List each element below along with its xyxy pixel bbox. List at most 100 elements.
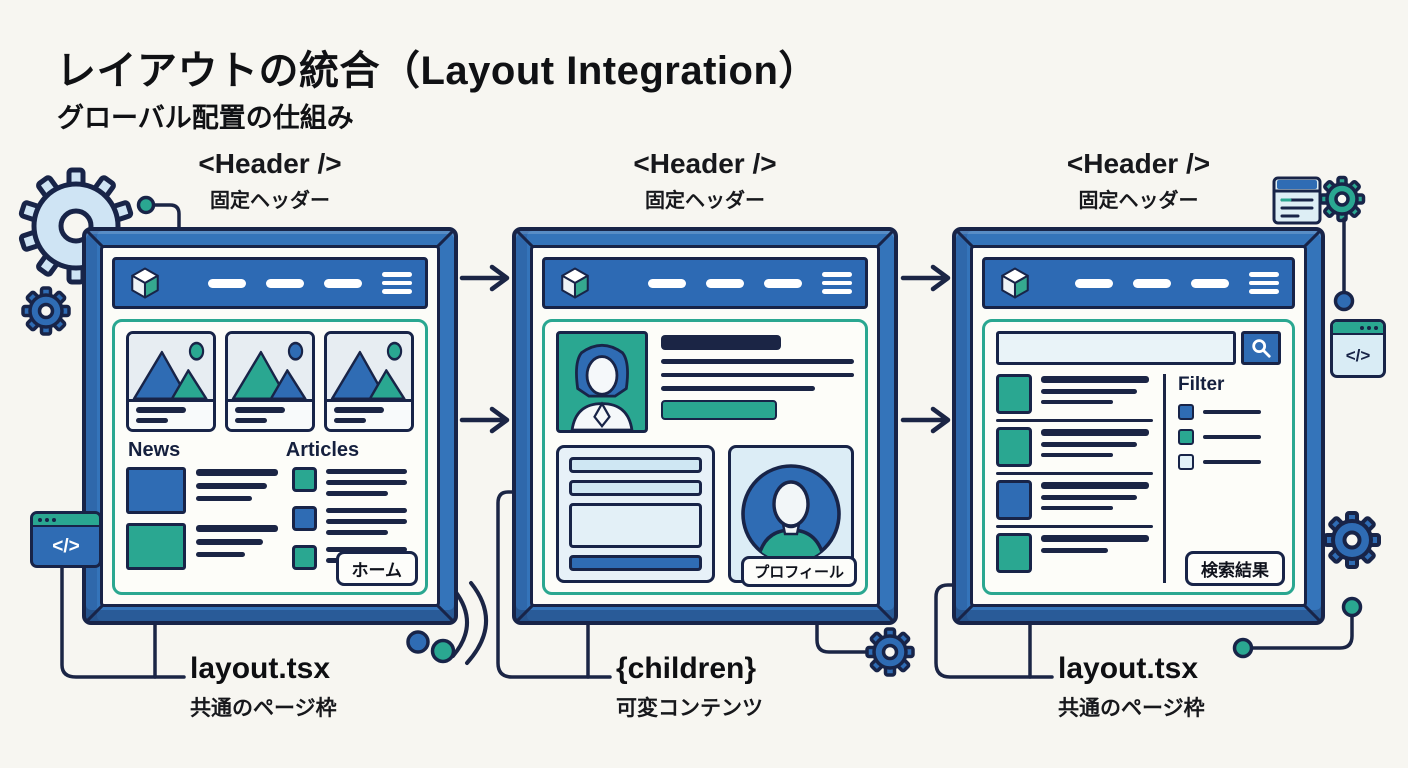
article-card[interactable] [126, 331, 216, 432]
text-line [235, 418, 268, 423]
text-line [326, 508, 407, 513]
news-thumbnail [126, 467, 186, 514]
nav-link-pill[interactable] [266, 278, 304, 288]
nav-link-pill[interactable] [764, 278, 802, 288]
result-thumbnail [996, 374, 1032, 414]
text-line [136, 418, 169, 423]
header-caption-text: 固定ヘッダー [210, 190, 330, 212]
hamburger-menu-icon[interactable] [382, 272, 412, 294]
filter-option[interactable] [1178, 429, 1281, 445]
text-line [196, 469, 279, 476]
page-name-badge: 検索結果 [1185, 551, 1285, 586]
article-thumbnail [292, 467, 318, 492]
hamburger-menu-icon[interactable] [1249, 272, 1279, 294]
divider [996, 419, 1153, 422]
input-field[interactable] [569, 480, 702, 496]
cube-logo-icon [131, 267, 159, 299]
result-thumbnail [996, 427, 1032, 467]
text-line [1203, 459, 1261, 465]
card-grid [126, 331, 414, 432]
submit-button[interactable] [569, 555, 702, 571]
text-line [1041, 452, 1113, 457]
footer-code-text: layout.tsx [1058, 652, 1199, 685]
nav-link-pill[interactable] [648, 278, 686, 288]
filter-option[interactable] [1178, 404, 1281, 420]
news-thumbnail [126, 523, 186, 570]
text-line [1041, 535, 1149, 542]
nav-link-pill[interactable] [706, 278, 744, 288]
article-card[interactable] [324, 331, 414, 432]
search-icon [1252, 339, 1271, 358]
nav-link-pill[interactable] [208, 278, 246, 288]
profile-avatar-icon [740, 464, 841, 564]
text-line [196, 483, 267, 489]
text-line [1041, 429, 1149, 436]
checkbox[interactable] [1178, 429, 1194, 445]
article-item[interactable] [292, 506, 414, 535]
text-line [334, 407, 385, 413]
text-line [334, 418, 367, 423]
news-heading: News [128, 439, 181, 461]
page-content-slot: Filter 検索結果 [982, 319, 1295, 595]
nav-link-pill[interactable] [1133, 278, 1171, 288]
window-titlebar [33, 514, 99, 527]
text-line [326, 547, 407, 552]
nav-link-pill[interactable] [324, 278, 362, 288]
text-line [196, 525, 279, 532]
hamburger-menu-icon[interactable] [822, 272, 852, 294]
text-line [235, 407, 286, 413]
result-item[interactable] [996, 480, 1153, 520]
divider [996, 472, 1153, 475]
text-line [326, 480, 407, 485]
news-item[interactable] [126, 467, 279, 514]
image-placeholder [327, 334, 411, 402]
gear-icon [21, 286, 71, 336]
checkbox[interactable] [1178, 454, 1194, 470]
article-item[interactable] [292, 467, 414, 496]
page-subtitle: グローバル配置の仕組み [57, 103, 354, 133]
nav-link-pill[interactable] [1191, 278, 1229, 288]
filter-option[interactable] [1178, 454, 1281, 470]
footer-label-layout-1: layout.tsx 共通のページ枠 [190, 652, 337, 722]
result-item[interactable] [996, 374, 1153, 414]
footer-label-layout-2: layout.tsx 共通のページ枠 [1058, 652, 1205, 722]
action-button[interactable] [661, 399, 777, 420]
result-item[interactable] [996, 533, 1153, 573]
text-line [196, 539, 264, 545]
article-thumbnail [292, 506, 318, 531]
text-line [1041, 442, 1138, 447]
filter-heading: Filter [1178, 374, 1225, 395]
text-line [1041, 482, 1149, 489]
window-inner: プロフィール [530, 245, 880, 607]
textarea-field[interactable] [569, 503, 702, 548]
result-thumbnail [996, 480, 1032, 520]
browser-window-search: Filter 検索結果 [952, 227, 1325, 625]
news-item[interactable] [126, 523, 279, 570]
window-titlebar [1333, 322, 1383, 335]
search-button[interactable] [1241, 331, 1281, 365]
code-window-icon: </> [30, 511, 102, 568]
checkbox[interactable] [1178, 404, 1194, 420]
filter-sidebar: Filter [1163, 374, 1281, 583]
search-input[interactable] [996, 331, 1236, 365]
text-line [136, 407, 187, 413]
article-card[interactable] [225, 331, 315, 432]
gear-icon [1323, 511, 1381, 569]
footer-caption-text: 可変コンテンツ [616, 697, 763, 720]
articles-list [292, 467, 414, 583]
nav-link-pill[interactable] [1075, 278, 1113, 288]
text-line [1041, 389, 1138, 394]
browser-window-profile: プロフィール [512, 227, 898, 625]
divider [996, 525, 1153, 528]
header-tag-text: <Header /> [1066, 148, 1211, 179]
text-line [1041, 548, 1109, 553]
text-line [1041, 399, 1113, 404]
result-item[interactable] [996, 427, 1153, 467]
page-content-slot: News Articles [112, 319, 428, 595]
connector-dot [1333, 290, 1355, 312]
input-field[interactable] [569, 457, 702, 473]
header-caption-text: 固定ヘッダー [1078, 190, 1199, 212]
text-line [661, 359, 854, 364]
code-symbol: </> [52, 536, 80, 557]
column-label-header-2: <Header /> 固定ヘッダー [512, 148, 898, 213]
